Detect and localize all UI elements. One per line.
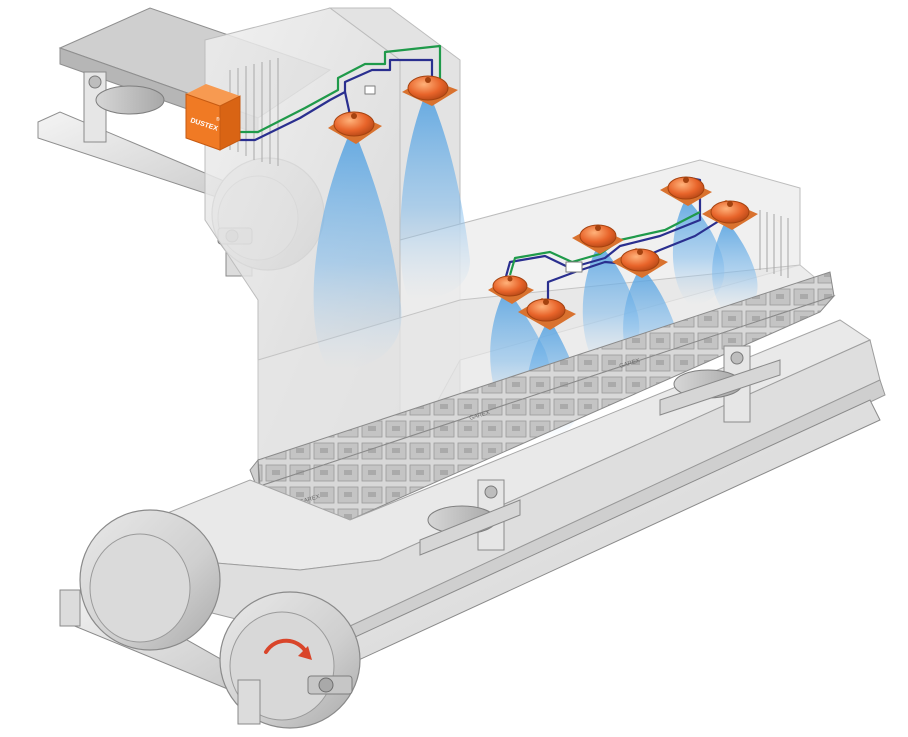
svg-text:GAREX: GAREX bbox=[619, 358, 641, 370]
upper-valve-block bbox=[364, 85, 376, 95]
nozzle-8 bbox=[702, 200, 758, 230]
nozzle-5 bbox=[572, 224, 624, 254]
upper-water-line bbox=[232, 58, 434, 142]
upper-idler-bracket bbox=[83, 71, 165, 143]
rotation-arrow-icon bbox=[264, 638, 308, 654]
control-unit-mark: ® bbox=[216, 116, 220, 123]
upper-air-line bbox=[236, 44, 442, 134]
lower-air-line bbox=[508, 211, 701, 276]
front-foot-post bbox=[237, 679, 261, 725]
skirt-brand-marks: GAREX GAREX GAREX bbox=[299, 358, 641, 506]
mist-cone-2 bbox=[400, 95, 470, 300]
control-unit-side bbox=[219, 95, 241, 151]
upper-water-drop bbox=[343, 91, 352, 116]
control-unit: DUSTEX ® bbox=[185, 84, 241, 151]
mist-cone-1 bbox=[313, 132, 402, 371]
nozzle-1 bbox=[328, 111, 382, 144]
nozzle-4 bbox=[518, 298, 576, 330]
main-conveyor bbox=[59, 319, 886, 729]
idler-stand-front bbox=[419, 479, 521, 556]
mist-cone-8 bbox=[712, 222, 758, 315]
lower-valve-block bbox=[565, 261, 583, 273]
lower-water-line bbox=[503, 176, 702, 281]
rotation-arrow-head-icon bbox=[298, 646, 312, 660]
svg-text:GAREX: GAREX bbox=[299, 494, 321, 506]
skirt-box-end-grille bbox=[759, 210, 789, 278]
tail-pulley bbox=[79, 509, 221, 651]
chute-grille bbox=[229, 58, 279, 166]
piping bbox=[232, 44, 731, 300]
control-unit-top bbox=[186, 84, 240, 106]
nozzle-3 bbox=[488, 275, 534, 304]
svg-text:GAREX: GAREX bbox=[469, 410, 491, 422]
idler-stand-rear bbox=[659, 345, 781, 423]
left-foot-post bbox=[59, 589, 81, 627]
nozzle-7 bbox=[660, 176, 712, 206]
nozzle-6 bbox=[612, 248, 668, 278]
nozzle-2 bbox=[402, 75, 458, 106]
spray-nozzles bbox=[328, 75, 758, 330]
